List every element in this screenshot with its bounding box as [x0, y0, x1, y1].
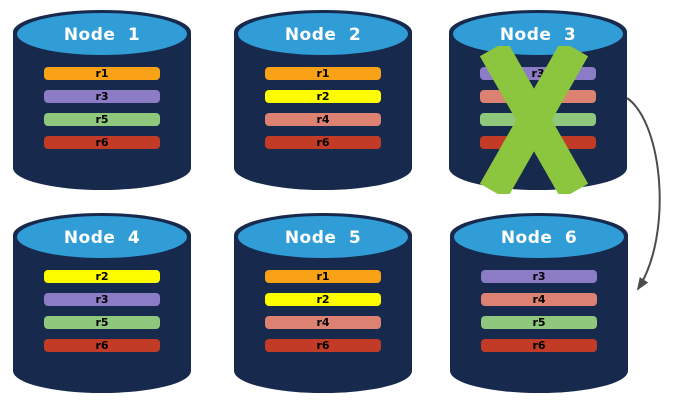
replica-row: r1 [265, 67, 381, 80]
replica-label: r1 [316, 67, 330, 80]
replica-label: r6 [316, 136, 330, 149]
replica-row: r6 [481, 339, 597, 352]
replica-row: r6 [44, 339, 160, 352]
cylinder-top-ellipse [238, 13, 408, 55]
cylinder-top-ellipse [453, 13, 623, 55]
replica-row: r3 [481, 270, 597, 283]
node-2: Node 2 r1 r2 r4 r6 [234, 10, 412, 190]
replica-label: r5 [532, 316, 546, 329]
replica-rows: r1 r3 r5 r6 [44, 67, 160, 159]
replica-row: r4 [481, 293, 597, 306]
replica-label: r1 [316, 270, 330, 283]
replica-row: r6 [265, 339, 381, 352]
replica-row: r2 [265, 90, 381, 103]
replica-label: r3 [95, 293, 109, 306]
node-5: Node 5 r1 r2 r4 r6 [234, 213, 412, 393]
node-6: Node 6 r3 r4 r5 r6 [450, 213, 628, 393]
cylinder-top-ellipse [17, 13, 187, 55]
replica-label: r6 [532, 339, 546, 352]
replica-label: r3 [532, 270, 546, 283]
replica-row: r5 [44, 113, 160, 126]
replica-row: r6 [265, 136, 381, 149]
arrow-path [626, 97, 661, 291]
replica-row: r2 [44, 270, 160, 283]
node-1: Node 1 r1 r3 r5 r6 [13, 10, 191, 190]
replica-label: r4 [316, 113, 330, 126]
replica-label: r2 [316, 90, 330, 103]
replica-label: r2 [316, 293, 330, 306]
replica-rows: r3 r4 r5 r6 [481, 270, 597, 362]
cylinder-top-ellipse [238, 216, 408, 258]
replica-rows: r1 r2 r4 r6 [265, 67, 381, 159]
cylinder-top-ellipse [454, 216, 624, 258]
x-stroke [479, 46, 589, 194]
replica-label: r6 [95, 339, 109, 352]
replica-label: r1 [95, 67, 109, 80]
replica-row: r1 [44, 67, 160, 80]
replica-label: r2 [95, 270, 109, 283]
x-mark-icon [479, 46, 589, 194]
node-4: Node 4 r2 r3 r5 r6 [13, 213, 191, 393]
replica-row: r6 [44, 136, 160, 149]
replica-row: r4 [265, 316, 381, 329]
cylinder-top-ellipse [17, 216, 187, 258]
replica-label: r6 [316, 339, 330, 352]
node-title: Node 3 [499, 25, 577, 45]
replica-label: r4 [532, 293, 546, 306]
node-title: Node 4 [63, 228, 141, 248]
replica-label: r5 [95, 316, 109, 329]
replica-row: r2 [265, 293, 381, 306]
replica-row: r1 [265, 270, 381, 283]
replica-rows: r1 r2 r4 r6 [265, 270, 381, 362]
replica-label: r6 [95, 136, 109, 149]
curved-arrow [626, 97, 661, 291]
node-title: Node 5 [284, 228, 362, 248]
replica-label: r3 [95, 90, 109, 103]
replica-row: r5 [44, 316, 160, 329]
replica-row: r4 [265, 113, 381, 126]
replica-rows: r2 r3 r5 r6 [44, 270, 160, 362]
replica-row: r3 [44, 90, 160, 103]
node-title: Node 6 [500, 228, 578, 248]
replica-label: r5 [95, 113, 109, 126]
node-3: Node 3 r3 r4 r5 r6 [449, 10, 627, 194]
replica-row: r3 [44, 293, 160, 306]
node-title: Node 2 [284, 25, 362, 45]
replica-row: r5 [481, 316, 597, 329]
replica-label: r4 [316, 316, 330, 329]
node-title: Node 1 [63, 25, 141, 45]
